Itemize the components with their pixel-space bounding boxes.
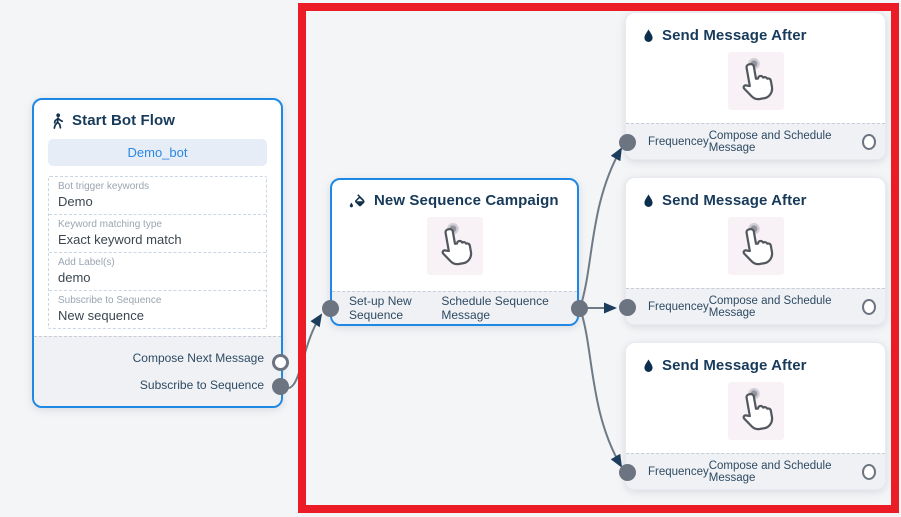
hand-cursor-icon [742, 58, 773, 101]
field-subscribe-to-sequence[interactable]: Subscribe to Sequence New sequence [49, 291, 266, 328]
node-footer: Compose Next Message Subscribe to Sequen… [34, 336, 281, 406]
node-send-message-after-2[interactable]: Send Message After Frequencey Compose an… [625, 177, 886, 325]
node-header: Send Message After [626, 13, 885, 50]
field-value: New sequence [58, 308, 144, 323]
output-connector[interactable] [861, 298, 876, 315]
output-connector[interactable] [861, 133, 876, 150]
water-drop-icon [642, 358, 655, 374]
output-schedule-sequence-message: Schedule Sequence Message [441, 294, 549, 322]
edge-subscribe-to-campaign [280, 313, 323, 390]
walking-person-icon [50, 112, 65, 129]
field-add-labels[interactable]: Add Label(s) demo [49, 253, 266, 291]
input-connector-campaign[interactable] [322, 300, 339, 317]
node-new-sequence-campaign[interactable]: New Sequence Campaign Set-up New Sequenc… [330, 178, 579, 326]
node-title: Start Bot Flow [72, 112, 176, 129]
node-header: Send Message After [626, 178, 885, 215]
output-connector[interactable] [861, 463, 876, 480]
field-label: Add Label(s) [58, 257, 115, 268]
node-title: New Sequence Campaign [374, 192, 559, 209]
node-footer: Frequencey Compose and Schedule Message [626, 453, 885, 489]
output-compose-next-message: Compose Next Message [132, 351, 264, 365]
edge-campaign-to-send-1 [579, 147, 622, 309]
input-connector-send-2[interactable] [619, 299, 636, 316]
field-keyword-matching-type[interactable]: Keyword matching type Exact keyword matc… [49, 215, 266, 253]
field-list: Bot trigger keywords Demo Keyword matchi… [48, 176, 267, 329]
output-compose-schedule-label: Compose and Schedule Message [708, 459, 832, 484]
node-footer: Frequencey Compose and Schedule Message [626, 288, 885, 324]
output-connector-compose-next-message[interactable] [272, 354, 289, 371]
node-body[interactable] [727, 217, 784, 275]
paint-bucket-icon [348, 192, 367, 209]
water-drop-icon [642, 28, 655, 44]
edge-campaign-to-send-3 [579, 307, 623, 468]
node-title: Send Message After [662, 192, 807, 209]
node-send-message-after-1[interactable]: Send Message After Frequencey Compose an… [625, 12, 886, 160]
field-value: demo [58, 270, 91, 285]
node-footer: Set-up New Sequence Schedule Sequence Me… [332, 291, 577, 324]
field-value: Exact keyword match [58, 232, 182, 247]
output-compose-schedule-label: Compose and Schedule Message [708, 129, 832, 154]
output-subscribe-to-sequence: Subscribe to Sequence [139, 378, 264, 392]
node-title: Send Message After [662, 27, 807, 44]
node-header: Start Bot Flow [34, 100, 281, 135]
node-body[interactable] [426, 217, 483, 275]
hand-cursor-icon [742, 388, 773, 431]
input-connector-send-1[interactable] [619, 134, 636, 151]
input-frequency: Frequencey [648, 300, 709, 313]
node-send-message-after-3[interactable]: Send Message After Frequencey Compose an… [625, 342, 886, 490]
node-body[interactable] [727, 52, 784, 110]
bot-name-button[interactable]: Demo_bot [48, 139, 267, 166]
field-bot-trigger-keywords[interactable]: Bot trigger keywords Demo [49, 177, 266, 215]
field-label: Subscribe to Sequence [58, 295, 162, 306]
node-header: Send Message After [626, 343, 885, 380]
hand-cursor-icon [441, 223, 472, 266]
node-header: New Sequence Campaign [332, 180, 577, 215]
input-connector-send-3[interactable] [619, 464, 636, 481]
field-label: Bot trigger keywords [58, 181, 150, 192]
node-footer: Frequencey Compose and Schedule Message [626, 123, 885, 159]
input-set-up-new-sequence: Set-up New Sequence [349, 294, 412, 322]
field-value: Demo [58, 194, 93, 209]
node-start-bot-flow[interactable]: Start Bot Flow Demo_bot Bot trigger keyw… [32, 98, 283, 408]
output-connector-subscribe-to-sequence[interactable] [272, 378, 289, 395]
output-compose-schedule-label: Compose and Schedule Message [708, 294, 832, 319]
field-label: Keyword matching type [58, 219, 162, 230]
hand-cursor-icon [742, 223, 773, 266]
water-drop-icon [642, 193, 655, 209]
input-frequency: Frequencey [648, 465, 709, 478]
output-connector-campaign[interactable] [571, 300, 588, 317]
node-title: Send Message After [662, 357, 807, 374]
node-body[interactable] [727, 382, 784, 440]
input-frequency: Frequencey [648, 135, 709, 148]
